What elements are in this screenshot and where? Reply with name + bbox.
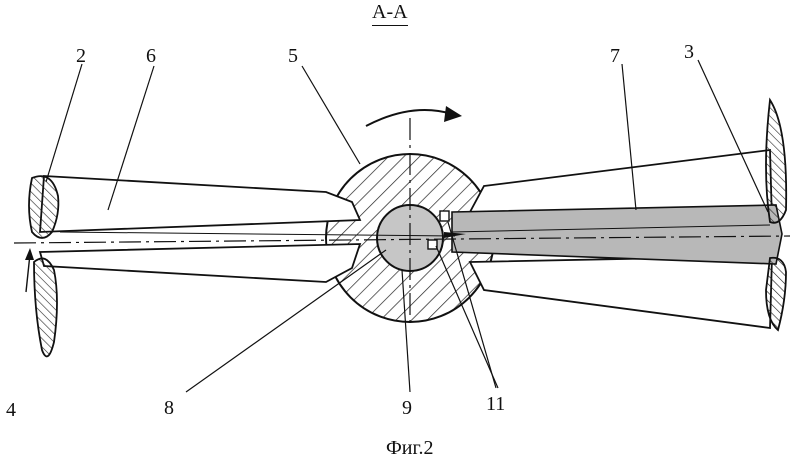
label-part-4: 4 xyxy=(6,399,16,421)
label-part-2: 2 xyxy=(76,45,86,67)
left-pointer-arrow xyxy=(25,248,34,293)
left-blade xyxy=(38,175,362,283)
section-title: A-A xyxy=(372,2,408,26)
label-part-6: 6 xyxy=(146,45,156,67)
label-part-11: 11 xyxy=(486,393,506,415)
right-rim xyxy=(765,97,788,332)
figure-caption: Фиг.2 xyxy=(386,437,434,459)
label-part-3: 3 xyxy=(684,41,694,63)
center-lines xyxy=(13,118,791,328)
label-part-9: 9 xyxy=(402,397,412,419)
label-part-7: 7 xyxy=(610,45,620,67)
leader-lines xyxy=(45,59,769,393)
label-part-8: 8 xyxy=(164,397,174,419)
flow-arrow xyxy=(444,232,466,238)
left-rim xyxy=(28,175,60,358)
right-blade xyxy=(451,148,783,330)
rotation-arrow xyxy=(365,106,462,127)
label-part-5: 5 xyxy=(288,45,298,67)
